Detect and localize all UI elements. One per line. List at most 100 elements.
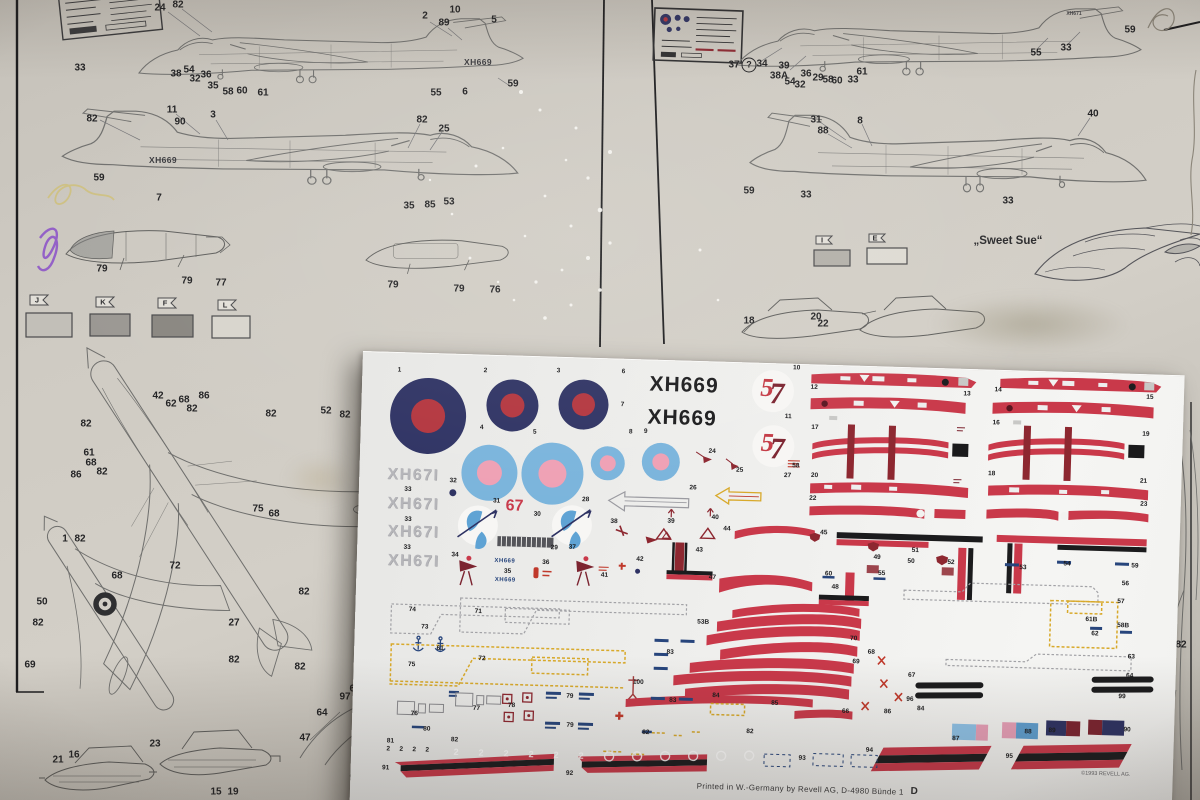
callout-number: 38A — [769, 70, 789, 82]
callout-number: 79 — [453, 283, 465, 295]
callout-number: 51 — [911, 546, 920, 555]
callout-number: 32 — [794, 79, 806, 91]
callout-number: 2 — [425, 746, 430, 754]
left-page-aircraft-side-view-1 — [138, 8, 524, 87]
callout-number: 11 — [166, 104, 178, 116]
callout-number: 2 — [528, 749, 534, 760]
callout-number: 21 — [52, 754, 64, 766]
callout-number: 27 — [228, 617, 240, 629]
callout-number: 68 — [85, 457, 97, 469]
callout-number: 35 — [403, 200, 415, 212]
callout-number: 37 — [568, 543, 576, 551]
callout-number: 55 — [877, 569, 886, 578]
callout-number: 33 — [404, 485, 412, 493]
callout-number: 90 — [1123, 726, 1131, 734]
callout-number: 69 — [24, 659, 36, 671]
left-tail-code-1: XH669 — [464, 57, 492, 67]
paper-stain-small — [285, 455, 355, 503]
callout-number: 85 — [771, 699, 779, 707]
callout-number: 58 — [792, 462, 800, 470]
callout-number: 33 — [847, 74, 859, 86]
callout-number: 82 — [339, 409, 351, 421]
callout-number: 93 — [798, 754, 806, 762]
callout-number: 64 — [1125, 672, 1134, 680]
callout-number: 82 — [294, 661, 306, 673]
pinup-figure-decals — [459, 555, 595, 586]
callout-number: 3 — [556, 367, 561, 375]
callout-number: 58B — [1117, 621, 1130, 630]
swatch-letter-i: I — [820, 235, 824, 245]
callout-number: 22 — [817, 318, 829, 330]
airscrew-decals — [457, 505, 592, 549]
callout-number: 61 — [436, 644, 444, 653]
callout-number: 3 — [210, 109, 216, 121]
callout-number: 68 — [111, 570, 123, 582]
callout-number: 55 — [1030, 47, 1042, 59]
right-page-aircraft-side-view-2 — [749, 112, 1147, 193]
small-red-devices — [533, 525, 658, 720]
callout-number: 82 — [228, 654, 240, 666]
swatch-letter-k: K — [100, 297, 106, 307]
callout-number: 2 — [503, 748, 509, 759]
callout-number: 82 — [80, 418, 92, 430]
callout-number: 62 — [1091, 630, 1099, 638]
wing-roundel-ring — [93, 592, 117, 616]
callout-number: 49 — [873, 553, 881, 561]
callout-number: 84 — [712, 692, 720, 700]
swatch-letter-j: J — [34, 295, 40, 305]
callout-number: 33 — [800, 189, 812, 201]
callout-number: 53B — [697, 618, 710, 626]
equipment-box-decals — [396, 692, 502, 716]
roundel-pale — [461, 442, 680, 505]
callout-number: 70 — [849, 635, 858, 643]
callout-number: 66 — [841, 707, 850, 716]
callout-number: 2 — [453, 746, 459, 758]
callout-number: 31 — [810, 114, 822, 126]
swatch-letter-f: F — [162, 298, 168, 308]
callout-number: 16 — [68, 749, 80, 761]
decal-serial-gray-4: XH67I — [387, 551, 441, 571]
leading-edge-stripes — [809, 482, 1149, 523]
red-square-decals — [501, 692, 535, 723]
callout-number: 55 — [430, 87, 442, 99]
callout-number: 2 — [483, 367, 488, 375]
callout-number: 33 — [74, 62, 86, 74]
right-page-aircraft-side-view-1 — [736, 6, 1142, 76]
callout-number: 2 — [399, 745, 404, 753]
callout-number: 2 — [412, 746, 417, 754]
right-tail-code: XH671 — [1066, 11, 1082, 17]
callout-number: 19 — [1142, 430, 1150, 438]
callout-number: 54 — [784, 76, 796, 88]
right-page-legend-box — [652, 7, 744, 64]
callout-number: 73 — [421, 623, 429, 631]
callout-number: 46 — [1132, 546, 1141, 554]
paper-stain — [930, 295, 1130, 353]
callout-number: 86 — [198, 390, 210, 402]
callout-number: 82 — [96, 466, 108, 478]
swatch-letter-e: E — [872, 233, 878, 243]
callout-number: 77 — [215, 277, 227, 289]
callout-number: 79 — [387, 279, 399, 291]
callout-number: 100 — [632, 678, 644, 686]
callout-number: 78 — [507, 701, 516, 710]
callout-number: 4 — [479, 424, 484, 432]
callout-number: 94 — [865, 746, 874, 754]
callout-number: 82 — [298, 586, 310, 598]
callout-number: 33 — [403, 543, 411, 552]
callout-number: 34 — [756, 58, 768, 70]
left-page-legend-box — [57, 0, 164, 41]
callout-number: 25 — [438, 123, 450, 135]
callout-number: 24 — [154, 2, 166, 14]
right-page-pod-drawing-1 — [741, 297, 877, 339]
callout-number: 81 — [386, 737, 395, 745]
callout-number: 60 — [824, 570, 833, 578]
callout-number: 33 — [1002, 195, 1014, 207]
callout-number: 80 — [423, 725, 431, 733]
callout-number: 59 — [93, 172, 105, 184]
ghost-circles — [603, 750, 755, 762]
decal-serial-mini-1: XH669 — [494, 557, 516, 565]
callout-number: 19 — [227, 786, 239, 798]
